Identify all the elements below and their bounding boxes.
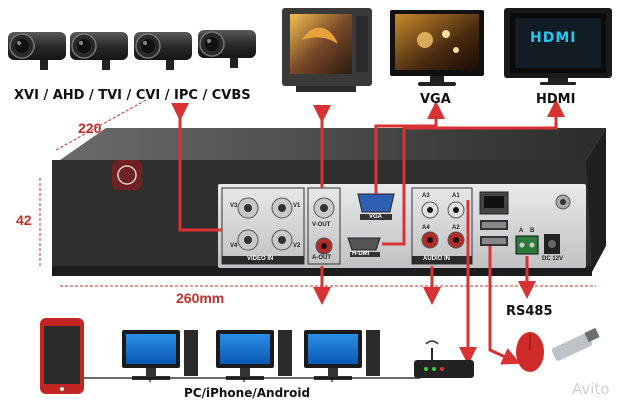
audio-channel-label: A3 [422,193,430,199]
power-port-icon [544,194,571,254]
hdmi-port-label: H-DMI [352,251,370,257]
height-dimension: 42 [16,212,32,228]
channel-label: V2 [293,243,301,249]
vga-port-label: VGA [369,214,383,220]
audio-in-label: AUDIO IN [423,256,450,262]
hdmi-label: HDMI [536,92,576,107]
power-label: DC 12V [542,256,564,262]
brand-logo-icon [112,160,142,190]
cameras-label: XVI / AHD / TVI / CVI / IPC / CVBS [14,88,251,103]
lan-usb-ports [479,191,509,246]
rs485-pin-label: B [530,228,535,234]
width-dimension: 220 [78,120,102,136]
desktop-pc-icon [216,330,292,380]
avito-watermark: Avito [572,380,610,398]
video-in-label: VIDEO IN [247,256,274,262]
vga-port-icon [357,193,395,220]
channel-label: V3 [230,203,238,209]
desktop-pc-icon [304,330,380,380]
camera-icon [198,30,256,68]
rs485-pin-label: A [519,228,524,234]
desktop-pc-icon [122,330,198,380]
hdmi-tv-icon [504,8,612,85]
channel-label: V4 [230,243,238,249]
camera-icon [8,32,66,70]
pc-label: PC/iPhone/Android [184,386,311,400]
mouse-icon [516,332,544,372]
network-cables [84,377,420,382]
vga-monitor-icon [390,10,484,86]
crt-monitor-icon [282,8,372,92]
video-in-ports [221,187,305,265]
length-dimension: 260mm [176,290,225,306]
camera-icon [70,32,128,70]
aout-label: A-OUT [312,255,331,261]
dimension-lines [39,99,596,287]
audio-channel-label: A2 [452,225,460,231]
vout-aout-ports [307,187,341,265]
channel-label: V1 [293,203,301,209]
hdmi-port-icon [347,237,381,257]
rs485-label: RS485 [506,304,553,319]
audio-channel-label: A1 [452,193,460,199]
audio-in-ports [411,187,473,265]
vout-label: V-OUT [312,222,331,228]
router-icon [414,340,474,378]
audio-channel-label: A4 [422,225,430,231]
camera-icon [134,32,192,70]
hdmi-screen-logo: HDMI [530,30,577,46]
connection-arrows [171,99,565,365]
usb-flash-icon [551,327,600,361]
rs485-terminal-icon [515,235,539,255]
vga-label: VGA [420,92,451,107]
smartphone-icon [40,318,84,394]
